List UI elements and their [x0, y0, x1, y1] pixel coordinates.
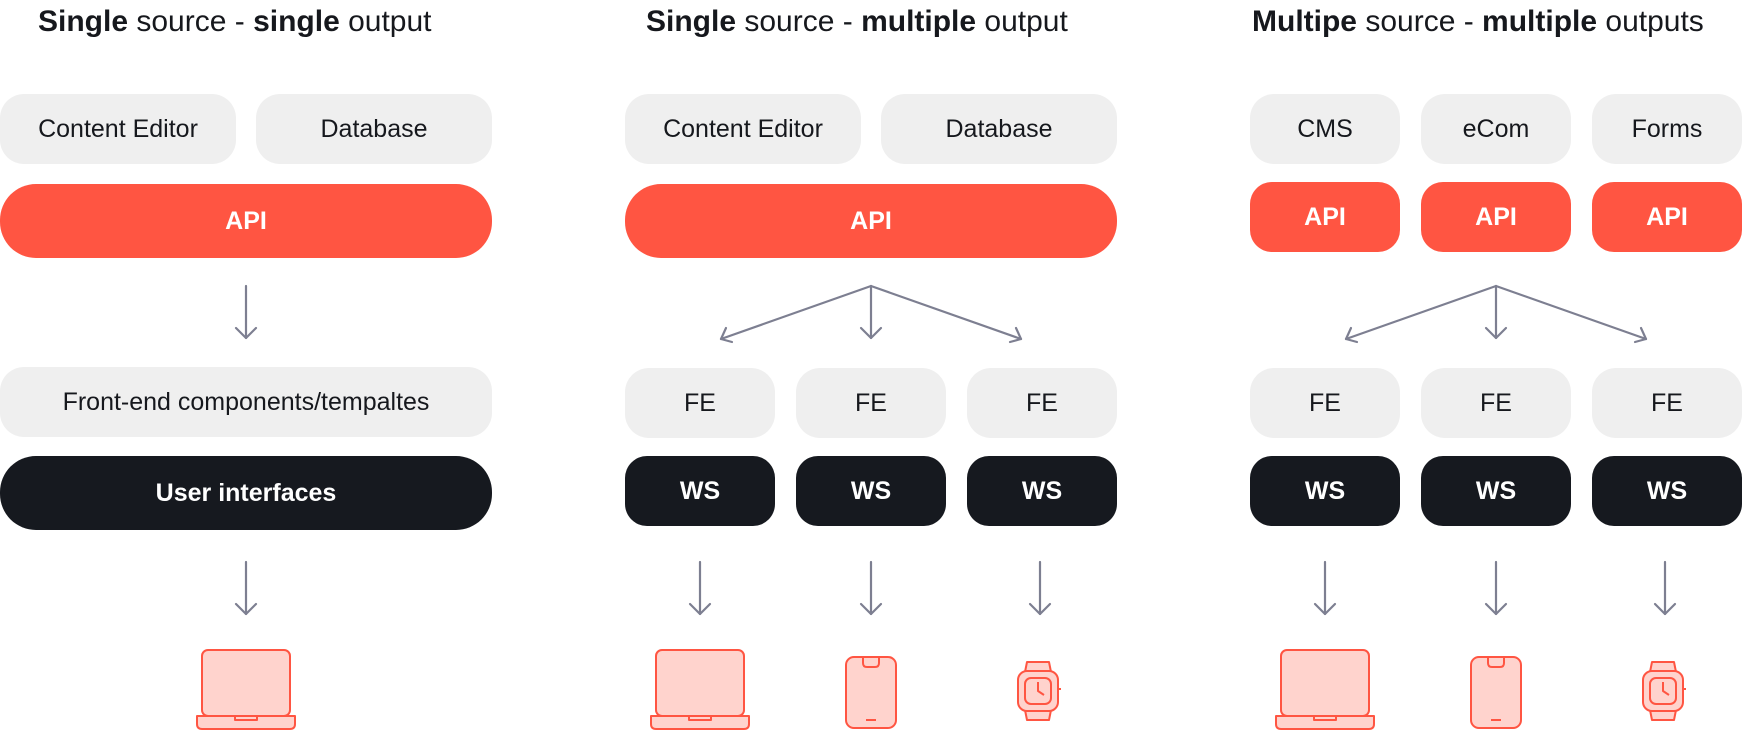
- arrow-down-icon: [1484, 560, 1508, 616]
- watch-icon: [1017, 661, 1061, 721]
- user-interfaces: User interfaces: [0, 456, 492, 530]
- title-text-1: source -: [736, 5, 862, 38]
- source-database: Database: [881, 94, 1117, 164]
- arrow-fan-icon: [719, 284, 1023, 344]
- title-bold-2: single: [253, 5, 340, 38]
- arrow-down-icon: [1028, 560, 1052, 616]
- api-block: API: [1250, 182, 1400, 252]
- api-block: API: [1421, 182, 1571, 252]
- fe-block: FE: [796, 368, 946, 438]
- title-text-2: output: [339, 5, 432, 38]
- source-cms: CMS: [1250, 94, 1400, 164]
- source-ecom: eCom: [1421, 94, 1571, 164]
- ws-block: WS: [1421, 456, 1571, 526]
- ws-block: WS: [796, 456, 946, 526]
- title-multiple-multiple: Multipe source - multiple outputs: [1252, 2, 1704, 42]
- arrow-down-icon: [234, 284, 258, 340]
- laptop-icon: [1275, 649, 1375, 730]
- title-bold-1: Multipe: [1252, 5, 1357, 38]
- phone-icon: [1470, 656, 1522, 729]
- source-content-editor: Content Editor: [625, 94, 861, 164]
- ws-block: WS: [967, 456, 1117, 526]
- front-end-components: Front-end components/tempaltes: [0, 367, 492, 437]
- title-single-single: Single source - single output: [38, 2, 432, 42]
- title-bold-1: Single: [38, 5, 129, 38]
- watch-icon: [1642, 661, 1686, 721]
- title-bold-1: Single: [646, 5, 737, 38]
- source-database: Database: [256, 94, 492, 164]
- fe-block: FE: [967, 368, 1117, 438]
- title-text-1: source -: [1357, 5, 1483, 38]
- fe-block: FE: [1250, 368, 1400, 438]
- api-block: API: [625, 184, 1117, 258]
- arrow-down-icon: [1653, 560, 1677, 616]
- arrow-down-icon: [1313, 560, 1337, 616]
- api-block: API: [1592, 182, 1742, 252]
- ws-block: WS: [1592, 456, 1742, 526]
- arrow-fan-icon: [1344, 284, 1648, 344]
- arrow-down-icon: [859, 560, 883, 616]
- title-text-1: source -: [128, 5, 254, 38]
- fe-block: FE: [625, 368, 775, 438]
- arrow-down-icon: [688, 560, 712, 616]
- ws-block: WS: [1250, 456, 1400, 526]
- laptop-icon: [196, 649, 296, 730]
- api-block: API: [0, 184, 492, 258]
- title-single-multiple: Single source - multiple output: [646, 2, 1068, 42]
- title-bold-2: multiple: [1482, 5, 1598, 38]
- fe-block: FE: [1592, 368, 1742, 438]
- arrow-down-icon: [234, 560, 258, 616]
- title-text-2: output: [976, 5, 1068, 38]
- title-text-2: outputs: [1597, 5, 1704, 38]
- source-forms: Forms: [1592, 94, 1742, 164]
- phone-icon: [845, 656, 897, 729]
- laptop-icon: [650, 649, 750, 730]
- ws-block: WS: [625, 456, 775, 526]
- fe-block: FE: [1421, 368, 1571, 438]
- title-bold-2: multiple: [861, 5, 977, 38]
- source-content-editor: Content Editor: [0, 94, 236, 164]
